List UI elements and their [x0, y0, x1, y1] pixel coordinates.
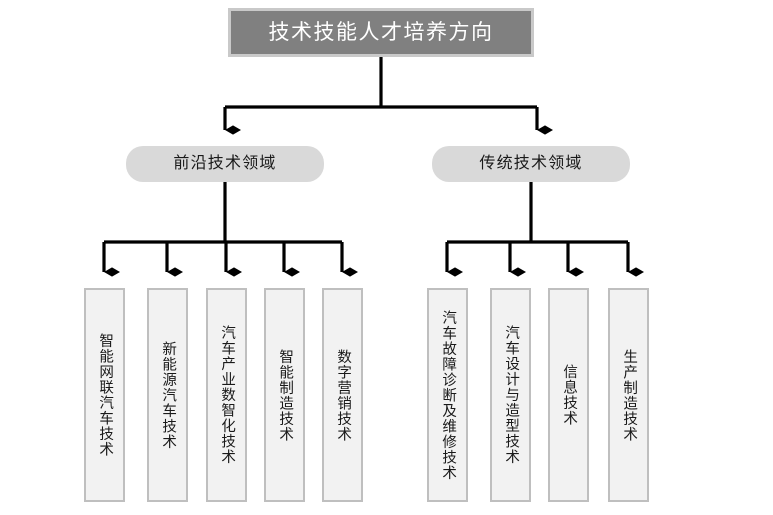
root-node[interactable]: 技术技能人才培养方向 — [228, 8, 534, 57]
leaf-node-label: 生产制造技术 — [621, 348, 638, 442]
leaf-node-label: 新能源汽车技术 — [160, 340, 177, 450]
traditional-branch-connectors — [445, 182, 644, 277]
leaf-node-digital-marketing[interactable]: 数字营销技术 — [322, 288, 363, 502]
leaf-node-label: 汽车故障诊断及维修技术 — [440, 309, 457, 481]
leaf-node-label: 汽车产业数智化技术 — [219, 325, 236, 465]
root-node-label: 技术技能人才培养方向 — [268, 21, 494, 44]
leaf-node-production-manufacturing[interactable]: 生产制造技术 — [608, 288, 649, 502]
leaf-node-label: 数字营销技术 — [335, 348, 352, 442]
branch-node-frontier-label: 前沿技术领域 — [173, 155, 277, 172]
branch-node-frontier[interactable]: 前沿技术领域 — [126, 146, 324, 182]
leaf-node-intelligent-connected-vehicle[interactable]: 智能网联汽车技术 — [84, 288, 125, 502]
leaf-node-new-energy-vehicle[interactable]: 新能源汽车技术 — [147, 288, 188, 502]
leaf-node-fault-diagnosis-repair[interactable]: 汽车故障诊断及维修技术 — [427, 288, 468, 502]
leaf-node-label: 智能制造技术 — [277, 348, 294, 442]
leaf-node-label: 汽车设计与造型技术 — [503, 325, 520, 465]
frontier-branch-connectors — [102, 182, 358, 277]
leaf-node-auto-industry-digital[interactable]: 汽车产业数智化技术 — [206, 288, 247, 502]
leaf-node-label: 信息技术 — [561, 364, 578, 426]
leaf-node-information-technology[interactable]: 信息技术 — [548, 288, 589, 502]
branch-node-traditional[interactable]: 传统技术领域 — [432, 146, 630, 182]
branch-node-traditional-label: 传统技术领域 — [479, 155, 583, 172]
leaf-node-vehicle-design-styling[interactable]: 汽车设计与造型技术 — [490, 288, 531, 502]
root-to-branch-connectors — [223, 57, 553, 135]
leaf-node-label: 智能网联汽车技术 — [97, 333, 114, 457]
leaf-node-intelligent-manufacturing[interactable]: 智能制造技术 — [264, 288, 305, 502]
